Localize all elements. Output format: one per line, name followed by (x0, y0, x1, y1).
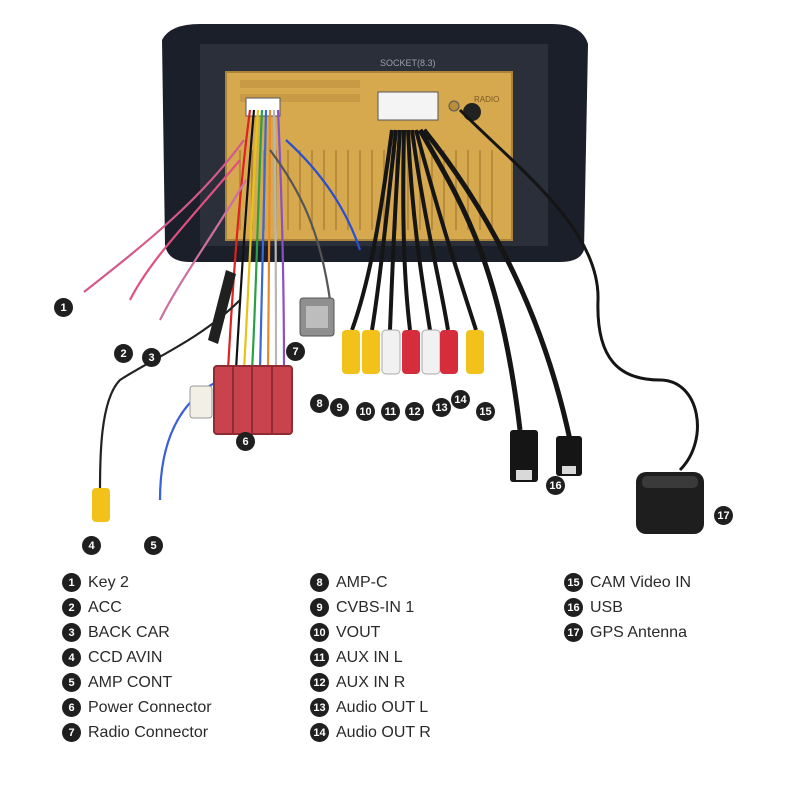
legend-label: AUX IN R (336, 673, 406, 691)
legend-label: USB (590, 598, 623, 616)
head-unit-wiring-photo: SOCKET(8.3) RADIO (83, 24, 704, 534)
legend-number: 3 (62, 623, 81, 642)
legend-entry: 15 CAM Video IN (564, 570, 691, 595)
callout-17: 17 (714, 506, 733, 525)
rca-plug-row (92, 329, 484, 522)
callout-12: 12 (405, 402, 424, 421)
legend-label: AMP-C (336, 573, 388, 591)
callout-13: 13 (432, 398, 451, 417)
legend-label: Audio OUT R (336, 723, 431, 741)
callout-6: 6 (236, 432, 255, 451)
legend-entry: 9 CVBS-IN 1 (310, 595, 431, 620)
cable-sleeve (208, 270, 236, 344)
legend-label: Audio OUT L (336, 698, 429, 716)
legend-number: 11 (310, 648, 329, 667)
callout-3: 3 (142, 348, 161, 367)
legend-number: 15 (564, 573, 583, 592)
callout-11: 11 (381, 402, 400, 421)
callout-5: 5 (144, 536, 163, 555)
legend-column-2: 8 AMP-C 9 CVBS-IN 1 10 VOUT 11 AUX IN L 12 AU… (310, 570, 431, 745)
legend-entry: 7 Radio Connector (62, 720, 212, 745)
legend-column-1: 1 Key 2 2 ACC 3 BACK CAR 4 CCD AVIN 5 AMP CON… (62, 570, 212, 745)
legend-number: 13 (310, 698, 329, 717)
callout-14: 14 (451, 390, 470, 409)
legend: 1 Key 2 2 ACC 3 BACK CAR 4 CCD AVIN 5 AMP CON… (62, 570, 762, 750)
legend-number: 6 (62, 698, 81, 717)
legend-entry: 4 CCD AVIN (62, 645, 212, 670)
radio-connector (299, 297, 335, 337)
panel-radio-label: RADIO (474, 95, 499, 104)
legend-entry: 11 AUX IN L (310, 645, 431, 670)
legend-entry: 5 AMP CONT (62, 670, 212, 695)
legend-number: 10 (310, 623, 329, 642)
legend-number: 8 (310, 573, 329, 592)
legend-label: VOUT (336, 623, 381, 641)
legend-label: BACK CAR (88, 623, 170, 641)
legend-label: CVBS-IN 1 (336, 598, 415, 616)
legend-entry: 6 Power Connector (62, 695, 212, 720)
legend-entry: 12 AUX IN R (310, 670, 431, 695)
legend-label: Radio Connector (88, 723, 209, 741)
legend-label: ACC (88, 598, 122, 616)
legend-number: 2 (62, 598, 81, 617)
legend-number: 9 (310, 598, 329, 617)
panel-top-label: SOCKET(8.3) (380, 58, 436, 68)
legend-label: CCD AVIN (88, 648, 163, 666)
callout-7: 7 (286, 342, 305, 361)
legend-label: AUX IN L (336, 648, 403, 666)
legend-label: Power Connector (88, 698, 212, 716)
legend-label: CAM Video IN (590, 573, 692, 591)
legend-number: 16 (564, 598, 583, 617)
callout-16: 16 (546, 476, 565, 495)
legend-entry: 3 BACK CAR (62, 620, 212, 645)
legend-entry: 10 VOUT (310, 620, 431, 645)
legend-entry: 16 USB (564, 595, 691, 620)
legend-number: 12 (310, 673, 329, 692)
legend-label: AMP CONT (88, 673, 173, 691)
legend-entry: 1 Key 2 (62, 570, 212, 595)
callout-9: 9 (330, 398, 349, 417)
callout-4: 4 (82, 536, 101, 555)
power-harness-wires (83, 109, 362, 501)
legend-column-3: 15 CAM Video IN 16 USB 17 GPS Antenna (564, 570, 691, 645)
legend-entry: 13 Audio OUT L (310, 695, 431, 720)
legend-number: 14 (310, 723, 329, 742)
legend-entry: 2 ACC (62, 595, 212, 620)
legend-entry: 17 GPS Antenna (564, 620, 691, 645)
callout-2: 2 (114, 344, 133, 363)
legend-label: GPS Antenna (590, 623, 687, 641)
callout-15: 15 (476, 402, 495, 421)
power-connector (213, 365, 293, 435)
legend-entry: 8 AMP-C (310, 570, 431, 595)
legend-number: 5 (62, 673, 81, 692)
legend-number: 17 (564, 623, 583, 642)
gps-antenna-puck (636, 472, 704, 534)
rca-cables (350, 108, 699, 472)
legend-entry: 14 Audio OUT R (310, 720, 431, 745)
legend-number: 1 (62, 573, 81, 592)
usb-plugs (510, 430, 582, 482)
ccd-plug (189, 385, 213, 419)
callout-8: 8 (310, 394, 329, 413)
legend-number: 4 (62, 648, 81, 667)
callout-10: 10 (356, 402, 375, 421)
legend-label: Key 2 (88, 573, 129, 591)
callout-1: 1 (54, 298, 73, 317)
legend-number: 7 (62, 723, 81, 742)
